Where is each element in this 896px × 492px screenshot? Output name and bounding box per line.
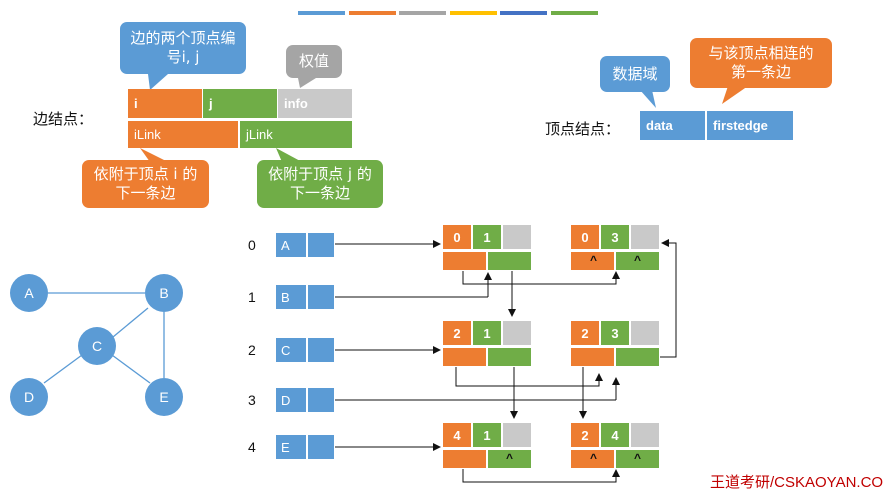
edge-ilink-cell <box>570 347 615 367</box>
callout-vertex-numbers: 边的两个顶点编号i, j <box>120 22 246 74</box>
vertex-data-cell: C <box>275 337 307 363</box>
null-marker: ^ <box>590 253 598 267</box>
edge-jlink-cell <box>615 449 660 469</box>
null-marker: ^ <box>634 253 642 267</box>
vertex-index: 0 <box>248 237 256 253</box>
vertex-firstedge-cell <box>307 232 335 258</box>
edge-ilink-cell <box>442 449 487 469</box>
edge-i-cell: 0 <box>570 224 600 250</box>
callout-weight: 权值 <box>286 45 342 78</box>
callout-data-domain: 数据域 <box>600 56 670 92</box>
vertex-firstedge-cell <box>307 284 335 310</box>
vertex-index: 3 <box>248 392 256 408</box>
edge-j-cell: 1 <box>472 224 502 250</box>
edge-j-cell: 3 <box>600 320 630 346</box>
vertex-firstedge-cell <box>307 337 335 363</box>
vertex-data-cell: B <box>275 284 307 310</box>
null-marker: ^ <box>634 451 642 465</box>
graph-node-d: D <box>10 378 48 416</box>
edge-i-cell: 0 <box>442 224 472 250</box>
edge-field-info: info <box>278 89 352 118</box>
watermark: 王道考研/CSKAOYAN.CO <box>710 474 884 491</box>
callout-tail-ilink <box>140 148 168 162</box>
edge-jlink-cell <box>487 347 532 367</box>
edge-info-cell <box>502 320 532 346</box>
callout-jlink-desc: 依附于顶点 j 的下一条边 <box>257 160 383 208</box>
edge-info-cell <box>502 422 532 448</box>
edge-i-cell: 2 <box>442 320 472 346</box>
callout-tail-vertex-numbers <box>148 74 168 90</box>
edge-info-cell <box>630 422 660 448</box>
edge-field-i: i <box>128 89 202 118</box>
edge-ilink-cell <box>570 449 615 469</box>
edge-j-cell: 1 <box>472 320 502 346</box>
vertex-field-data: data <box>640 111 705 140</box>
edge-i-cell: 2 <box>570 320 600 346</box>
edge-i-cell: 2 <box>570 422 600 448</box>
vertex-data-cell: E <box>275 434 307 460</box>
edge-info-cell <box>630 320 660 346</box>
edge-field-ilink: iLink <box>128 121 238 148</box>
edge-jlink-cell <box>615 347 660 367</box>
color-swatch-green <box>551 11 598 15</box>
edge-field-jlink: jLink <box>240 121 352 148</box>
edge-ilink-cell <box>442 347 487 367</box>
edge-j-cell: 4 <box>600 422 630 448</box>
edge-ilink-cell <box>570 251 615 271</box>
vertex-index: 4 <box>248 439 256 455</box>
edge-ilink-cell <box>442 251 487 271</box>
edge-field-j: j <box>203 89 277 118</box>
edge-jlink-cell <box>487 449 532 469</box>
color-swatch-blue <box>298 11 345 15</box>
edge-i-cell: 4 <box>442 422 472 448</box>
color-swatch-darkblue <box>500 11 547 15</box>
graph-node-a: A <box>10 274 48 312</box>
vertex-index: 1 <box>248 289 256 305</box>
color-swatch-yellow <box>450 11 497 15</box>
vertex-field-firstedge: firstedge <box>707 111 793 140</box>
edge-jlink-cell <box>487 251 532 271</box>
edge-j-cell: 3 <box>600 224 630 250</box>
callout-tail-jlink <box>276 148 302 162</box>
callout-tail-data <box>640 90 656 108</box>
graph-node-c: C <box>78 327 116 365</box>
edge-node-label: 边结点： <box>33 110 94 128</box>
vertex-data-cell: A <box>275 232 307 258</box>
edge-j-cell: 1 <box>472 422 502 448</box>
vertex-data-cell: D <box>275 387 307 413</box>
callout-tail-firstedge <box>722 86 748 104</box>
graph-node-b: B <box>145 274 183 312</box>
null-marker: ^ <box>506 451 514 465</box>
color-swatch-gray <box>399 11 446 15</box>
edge-info-cell <box>502 224 532 250</box>
vertex-firstedge-cell <box>307 387 335 413</box>
vertex-firstedge-cell <box>307 434 335 460</box>
vertex-node-label: 顶点结点： <box>545 120 621 138</box>
null-marker: ^ <box>590 451 598 465</box>
graph-node-e: E <box>145 378 183 416</box>
edge-jlink-cell <box>615 251 660 271</box>
callout-first-edge: 与该顶点相连的第一条边 <box>690 38 832 88</box>
callout-ilink-desc: 依附于顶点 i 的下一条边 <box>82 160 209 208</box>
vertex-index: 2 <box>248 342 256 358</box>
edge-info-cell <box>630 224 660 250</box>
callout-tail-weight <box>298 78 316 88</box>
color-swatch-orange <box>349 11 396 15</box>
